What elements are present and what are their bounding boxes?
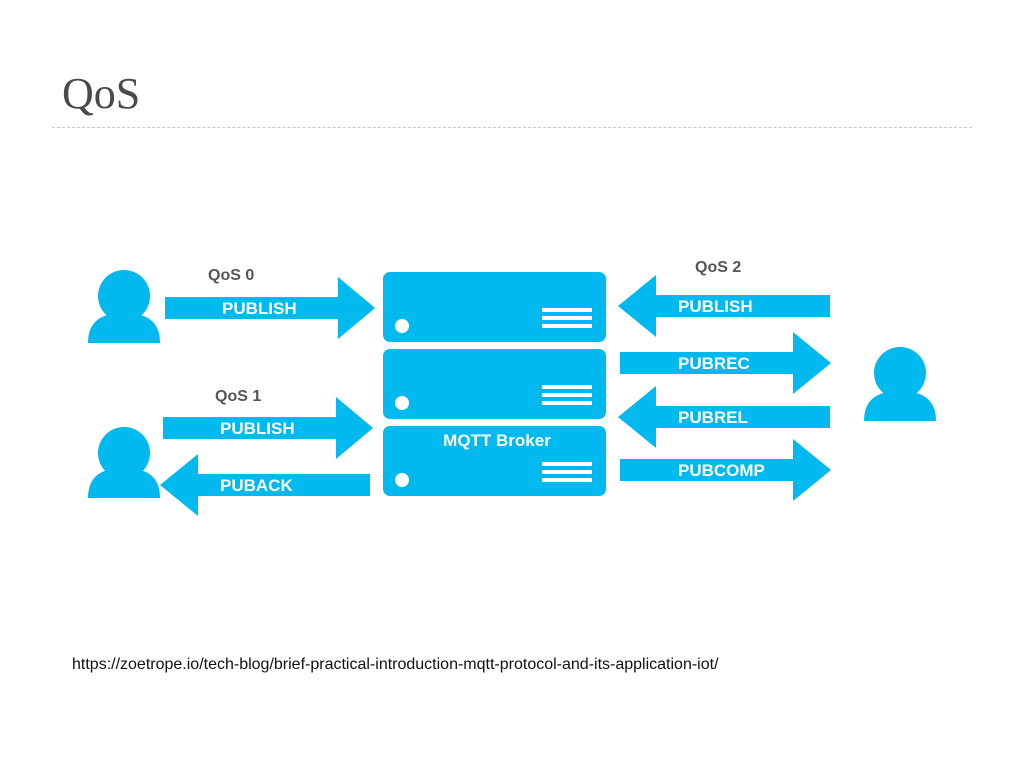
qos2-pubrec-label: PUBREC — [678, 354, 750, 373]
arrow-left — [618, 275, 830, 337]
qos1-publish-label: PUBLISH — [220, 419, 295, 438]
qos1-puback-label: PUBACK — [220, 476, 293, 495]
slide-title: QoS — [62, 69, 141, 118]
broker-label: MQTT Broker — [443, 431, 551, 450]
arrow-right — [165, 277, 375, 339]
arrow-right — [620, 439, 831, 501]
qos2-pubcomp-label: PUBCOMP — [678, 461, 765, 480]
arrow-left — [160, 454, 370, 516]
source-url: https://zoetrope.io/tech-blog/brief-prac… — [72, 656, 719, 673]
qos2-publish-label: PUBLISH — [678, 297, 753, 316]
qos0-publish-label: PUBLISH — [222, 299, 297, 318]
qos2-pubrel-label: PUBREL — [678, 408, 748, 427]
user-icon — [88, 270, 160, 343]
title-divider — [52, 127, 972, 128]
qos0-label: QoS 0 — [208, 267, 254, 284]
qos1-label: QoS 1 — [215, 388, 261, 405]
user-icon — [88, 427, 160, 498]
user-icon — [864, 347, 936, 421]
arrow-right — [163, 397, 373, 459]
server-icon — [383, 272, 606, 496]
arrow-right — [620, 332, 831, 394]
qos2-label: QoS 2 — [695, 259, 741, 276]
arrow-left — [618, 386, 830, 448]
